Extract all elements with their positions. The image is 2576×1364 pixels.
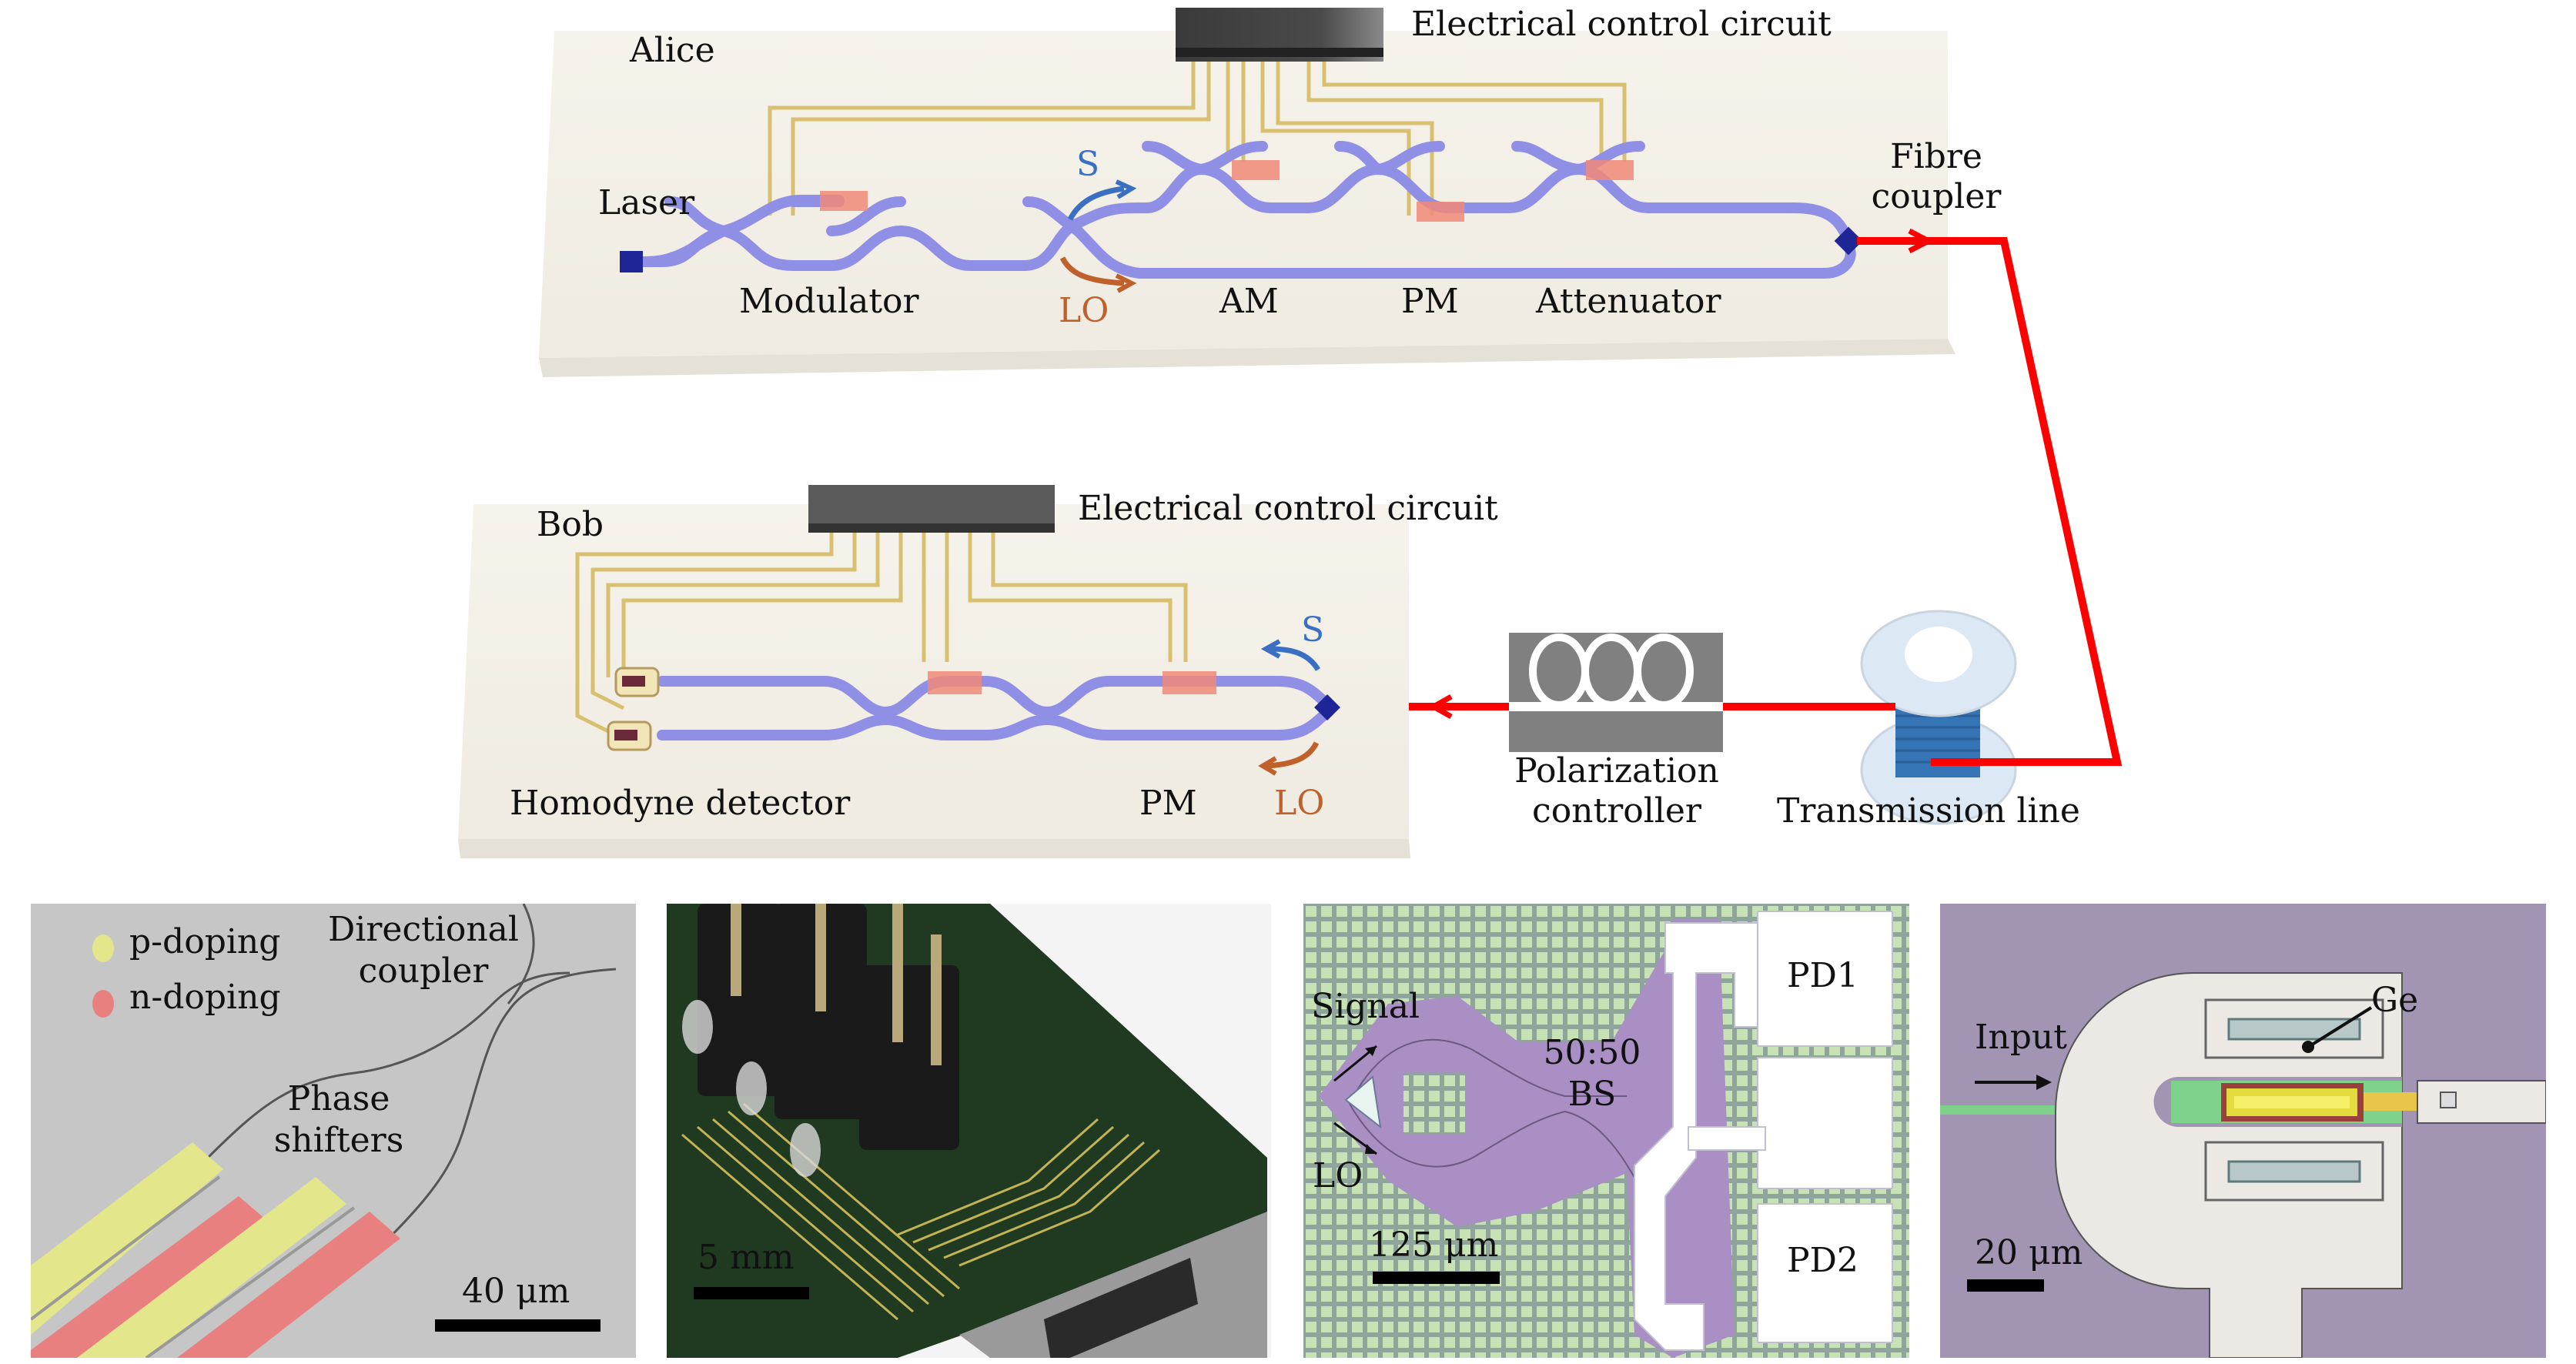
alice-title: Alice (630, 31, 715, 70)
polarization-controller-label-line2: controller (1532, 791, 1701, 831)
laser-input-facet (620, 251, 643, 272)
sem-image (31, 904, 636, 1358)
am-label: AM (1219, 282, 1279, 321)
scale-label-5mm: 5 mm (698, 1238, 795, 1277)
bob-chip-label: Electrical control circuit (1078, 489, 1498, 528)
scale-bar (694, 1287, 809, 1299)
phase-shifter-1 (31, 1142, 266, 1358)
scale-label-40um: 40 μm (462, 1272, 570, 1311)
alice-lo-label: LO (1059, 291, 1109, 330)
alice-chip-label: Electrical control circuit (1411, 5, 1832, 44)
alice-heaters (820, 160, 1634, 222)
bob-heaters (928, 671, 1216, 694)
bob-lo-label: LO (1274, 784, 1325, 823)
alice-lo-arrow (1059, 256, 1125, 286)
panel-homodyne-detector-micrograph: Signal LO 50:50 BS PD1 PD2 125 μm (1303, 904, 1909, 1358)
panel-packaged-chip-photo: 5 mm (667, 904, 1271, 1358)
phase-shifters-label-line2: shifters (273, 1121, 404, 1160)
scale-bar (435, 1319, 601, 1332)
modulator-label: Modulator (739, 282, 919, 321)
phase-shifters-label-line1: Phase (287, 1079, 390, 1118)
scale-label-20um: 20 μm (1975, 1233, 2083, 1272)
bs-label-line2: BS (1567, 1075, 1617, 1114)
packaged-chip-image (667, 904, 1271, 1358)
panel-ge-photodiode-micrograph: Input Ge 20 μm (1940, 904, 2546, 1358)
panel-sem-phase-shifters: p-doping n-doping Directional coupler Ph… (31, 904, 636, 1358)
ge-label: Ge (2371, 981, 2419, 1020)
bob-title: Bob (537, 505, 604, 544)
ge-photodiode-image (1940, 904, 2546, 1358)
homodyne-detector-label: Homodyne detector (510, 784, 851, 823)
polarization-controller-label-line1: Polarization (1514, 751, 1719, 791)
n-doping-label: n-doping (129, 978, 281, 1017)
phase-shifter-2 (77, 1177, 400, 1358)
pd2-label: PD2 (1787, 1241, 1858, 1280)
signal-label: Signal (1311, 987, 1420, 1026)
pd1-label: PD1 (1787, 956, 1858, 995)
scale-bar (1373, 1272, 1500, 1284)
bob-fibre-coupler (1314, 694, 1340, 720)
laser-label: Laser (598, 183, 695, 222)
transmission-line-label: Transmission line (1777, 791, 2080, 831)
alice-pm-label: PM (1401, 282, 1459, 321)
n-doping-swatch (92, 990, 114, 1018)
fibre-spool-icon (1723, 610, 2117, 825)
bob-control-chip (575, 485, 1188, 734)
attenuator-label: Attenuator (1536, 282, 1721, 321)
directional-coupler-label-line1: Directional (328, 910, 519, 949)
bob-pm-label: PM (1139, 784, 1197, 823)
scale-bar (1967, 1279, 2044, 1292)
alice-waveguides (634, 141, 1856, 279)
bob-lo-arrow (1266, 741, 1320, 769)
directional-coupler-label-line2: coupler (358, 951, 489, 991)
bob-photodiodes (607, 667, 660, 751)
alice-signal-label: S (1076, 145, 1100, 184)
scale-label-125um: 125 μm (1369, 1225, 1499, 1265)
alice-fibre-coupler (1834, 226, 1863, 256)
p-doping-swatch (92, 934, 114, 962)
p-doping-label: p-doping (129, 922, 281, 961)
fibre-coupler-label-line1: Fibre (1890, 137, 1982, 176)
qkd-system-diagram (458, 8, 2123, 858)
signal-lo-arrows (1333, 1045, 1377, 1155)
bob-waveguides (657, 676, 1333, 741)
bs-label-line1: 50:50 (1543, 1033, 1641, 1072)
polarization-controller-icon (1509, 633, 1723, 752)
input-label: Input (1975, 1018, 2067, 1057)
fibre-coupler-label-line2: coupler (1871, 177, 2002, 216)
lo-label: LO (1313, 1156, 1363, 1195)
alice-signal-arrow (1067, 186, 1125, 221)
bob-signal-label: S (1301, 610, 1325, 650)
bob-signal-arrow (1270, 646, 1321, 671)
